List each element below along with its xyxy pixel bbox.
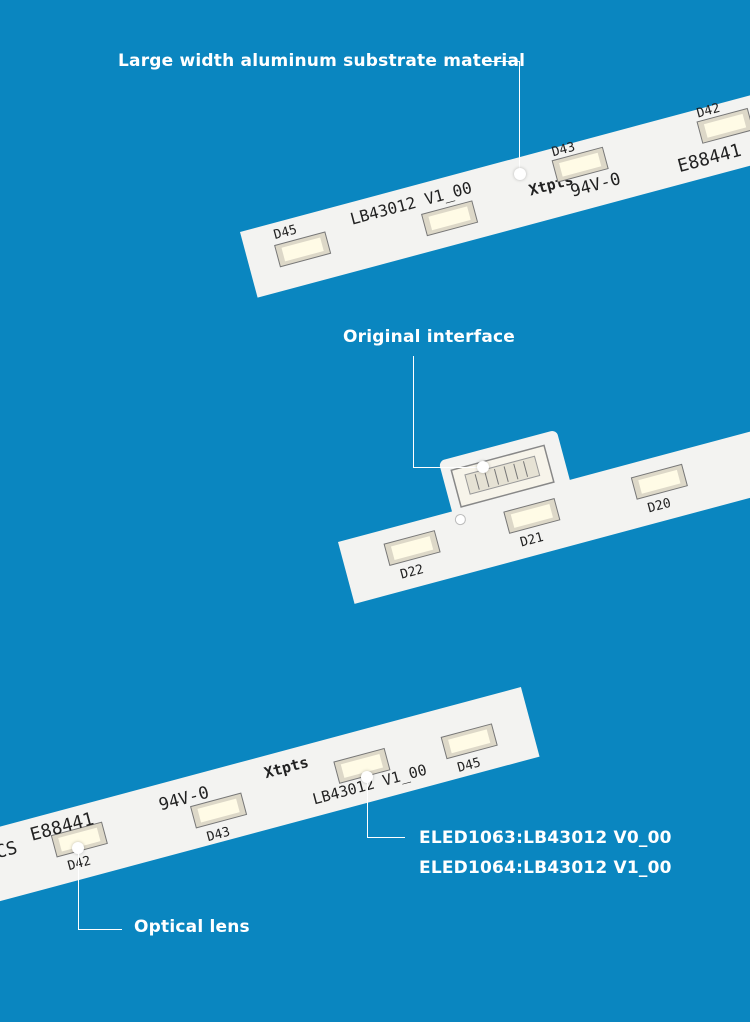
led-label: D21 [519, 530, 546, 551]
led-d22: D22 [383, 530, 441, 583]
led-label: D43 [550, 140, 577, 161]
led-d20: D20 [630, 463, 688, 517]
led-label: D43 [205, 825, 232, 846]
led-d42-top: D42 [695, 101, 750, 144]
interface-label: Original interface [343, 327, 516, 347]
led-d45-bottom: D45 [440, 723, 498, 776]
led-label: D22 [399, 562, 426, 583]
model-line-2: ELED1064:LB43012 V1_00 [419, 858, 672, 878]
led-label: D42 [66, 854, 93, 875]
middle-led-strip: D22 D21 D20 [338, 428, 750, 604]
interface-leader-h [413, 467, 481, 468]
substrate-label: Large width aluminum substrate material [118, 51, 526, 71]
model-line-1: ELED1063:LB43012 V0_00 [419, 828, 672, 848]
led-label: D45 [456, 755, 483, 776]
original-interface-connector [450, 444, 555, 508]
lens-leader-v [78, 848, 79, 930]
top-led-strip: D45 LB43012 V1_00 Xtpts D43 94V-0 D42 E8… [240, 87, 750, 298]
lens-leader-h [78, 929, 122, 930]
led-d45-top: D45 [272, 222, 332, 268]
led-label: D20 [646, 496, 673, 517]
cs-marking: CS [0, 837, 20, 863]
led-d43-top: D43 [550, 140, 609, 183]
model-leader-h [367, 837, 405, 838]
led-d43-bottom: D43 [189, 792, 248, 846]
lens-label: Optical lens [134, 917, 250, 937]
interface-leader-v [413, 356, 414, 468]
substrate-marker [514, 168, 526, 180]
led-label: D45 [272, 222, 299, 243]
led-d42-bottom: D42 [50, 821, 108, 875]
interface-marker [477, 461, 489, 473]
model-leader-v [367, 777, 368, 838]
led-label: D42 [695, 101, 722, 122]
substrate-leader-h [488, 61, 520, 62]
substrate-leader-v [519, 61, 520, 173]
led-d21: D21 [503, 497, 561, 551]
